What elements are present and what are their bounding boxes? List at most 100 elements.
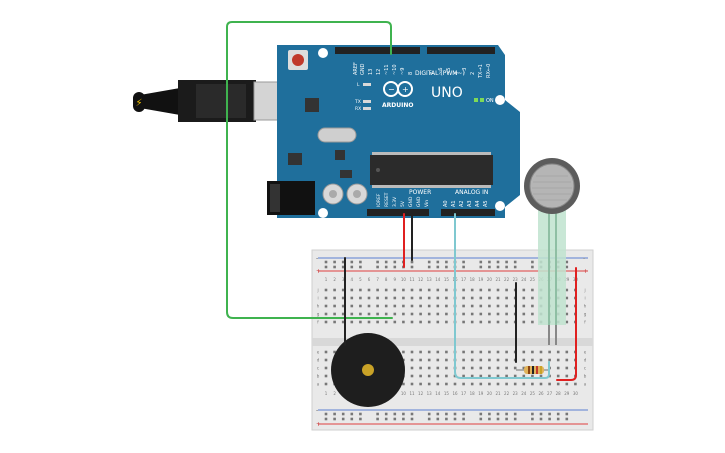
breadboard-hole — [427, 417, 431, 421]
row-letter: f — [317, 320, 319, 325]
breadboard-hole — [436, 265, 440, 269]
breadboard-hole — [470, 358, 474, 362]
breadboard-hole — [419, 374, 422, 378]
row-letter: c — [317, 366, 319, 371]
breadboard-hole — [341, 304, 345, 308]
breadboard-hole — [496, 350, 500, 354]
breadboard-hole — [505, 374, 508, 378]
column-number: 26 — [538, 391, 544, 396]
breadboard-hole — [496, 412, 500, 416]
row-letter: e — [584, 350, 587, 355]
breadboard-hole — [384, 320, 388, 324]
breadboard-hole — [419, 366, 422, 370]
breadboard-hole — [522, 382, 526, 386]
arduino-board[interactable]: AREF GND 13 12 ~11 ~10 ~9 8 7 ~6 ~5 4 ~3… — [267, 45, 520, 218]
breadboard-hole — [488, 374, 491, 378]
breadboard-hole — [496, 260, 500, 264]
breadboard-hole — [565, 260, 569, 264]
breadboard-hole — [479, 417, 483, 421]
breadboard-hole — [453, 417, 457, 421]
breadboard-hole — [393, 312, 397, 316]
breadboard-hole — [410, 304, 414, 308]
svg-text:GND: GND — [408, 196, 414, 207]
breadboard-hole — [513, 265, 517, 269]
force-sensor[interactable] — [524, 158, 580, 345]
breadboard-hole — [548, 382, 551, 386]
breadboard-hole — [367, 320, 371, 324]
column-number: 20 — [487, 277, 493, 282]
breadboard-hole — [359, 265, 362, 269]
breadboard-hole — [419, 288, 422, 292]
breadboard-hole — [410, 366, 414, 370]
usb-cable[interactable]: ⚡ — [133, 80, 283, 122]
digital-label: DIGITAL (PWM~) — [415, 70, 465, 77]
breadboard-hole — [359, 288, 362, 292]
row-letter: a — [317, 382, 320, 387]
column-number: 12 — [418, 391, 424, 396]
power-label: POWER — [409, 189, 431, 196]
breadboard-hole — [341, 320, 345, 324]
breadboard-hole — [445, 374, 448, 378]
svg-text:12: 12 — [376, 69, 382, 75]
breadboard-hole — [522, 374, 526, 378]
column-number: 21 — [495, 391, 501, 396]
breadboard-hole — [393, 412, 397, 416]
breadboard-hole — [367, 288, 371, 292]
svg-text:~11: ~11 — [384, 64, 390, 75]
breadboard-hole — [445, 304, 448, 308]
svg-text:5V: 5V — [400, 200, 406, 207]
breadboard-hole — [410, 288, 414, 292]
breadboard-hole — [445, 265, 448, 269]
breadboard-hole — [410, 312, 414, 316]
breadboard-hole — [427, 412, 431, 416]
breadboard-hole — [488, 412, 491, 416]
svg-text:7: 7 — [430, 72, 436, 75]
wires[interactable] — [226, 21, 577, 381]
column-number: 15 — [444, 391, 450, 396]
breadboard-hole — [539, 374, 543, 378]
column-number: 4 — [351, 277, 354, 282]
breadboard-hole — [470, 374, 474, 378]
piezo-buzzer[interactable] — [331, 333, 405, 407]
breadboard-hole — [470, 366, 474, 370]
column-number: 1 — [325, 277, 328, 282]
column-number: 23 — [513, 391, 519, 396]
breadboard-hole — [531, 320, 534, 324]
breadboard-hole — [505, 312, 508, 316]
breadboard-hole — [479, 260, 483, 264]
breadboard-hole — [505, 265, 508, 269]
breadboard-hole — [436, 417, 440, 421]
breadboard-hole — [513, 412, 517, 416]
column-number: 18 — [470, 391, 476, 396]
breadboard-hole — [384, 417, 388, 421]
breadboard-hole — [539, 412, 543, 416]
analog-pin-labels: A0 A1 A2 A3 A4 A5 — [443, 200, 489, 207]
breadboard-hole — [367, 296, 371, 300]
breadboard-hole — [548, 417, 551, 421]
breadboard-hole — [470, 304, 474, 308]
breadboard-hole — [479, 382, 483, 386]
svg-text:A2: A2 — [459, 200, 465, 207]
row-letter: f — [584, 320, 586, 325]
breadboard-hole — [479, 312, 483, 316]
breadboard-hole — [462, 366, 465, 370]
breadboard-hole — [341, 417, 345, 421]
breadboard-hole — [479, 265, 483, 269]
column-number: 1 — [325, 391, 328, 396]
breadboard-hole — [531, 260, 534, 264]
breadboard-hole — [384, 265, 388, 269]
breadboard-hole — [496, 374, 500, 378]
breadboard-hole — [436, 304, 440, 308]
breadboard-hole — [436, 288, 440, 292]
svg-text:A3: A3 — [467, 200, 473, 207]
wire-green — [226, 21, 393, 319]
breadboard-hole — [565, 358, 569, 362]
breadboard-hole — [488, 260, 491, 264]
breadboard-hole — [488, 312, 491, 316]
svg-text:8: 8 — [408, 72, 414, 75]
breadboard-hole — [505, 382, 508, 386]
breadboard-hole — [445, 417, 448, 421]
breadboard-hole — [531, 358, 534, 362]
resistor[interactable] — [516, 366, 550, 374]
breadboard-hole — [496, 358, 500, 362]
